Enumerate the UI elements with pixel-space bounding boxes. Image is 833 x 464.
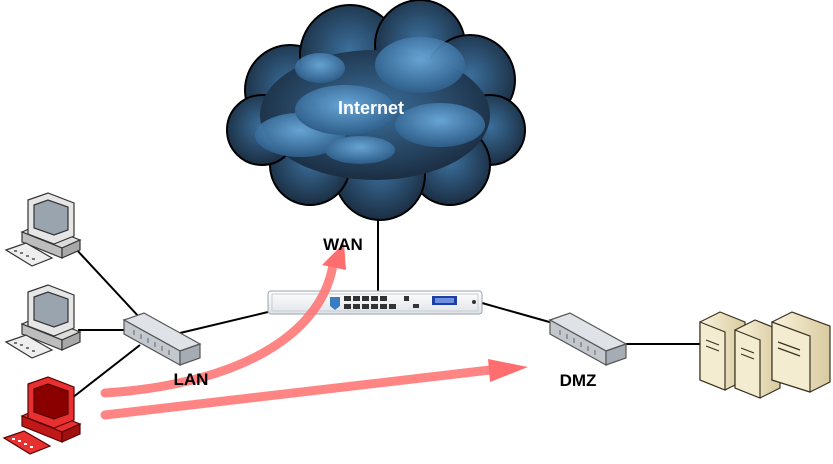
firewall-appliance-icon	[267, 290, 483, 315]
line-pc1-switch	[74, 247, 141, 319]
dmz-label: DMZ	[560, 371, 597, 390]
cloud-icon: Internet	[226, 0, 526, 221]
network-switch-icon	[122, 312, 202, 367]
line-lan-switch-firewall	[179, 311, 269, 334]
lan-label: LAN	[174, 370, 209, 389]
arrow-head-dmz	[488, 359, 528, 382]
server-tower-icon	[734, 319, 781, 399]
wan-label: WAN	[323, 235, 363, 254]
arrow-head-wan	[322, 243, 346, 270]
arrow-lan-to-dmz	[100, 365, 495, 420]
network-switch-icon	[548, 312, 628, 367]
desktop-computer-icon	[2, 376, 82, 455]
line-firewall-dmz-switch	[481, 302, 561, 326]
internet-label: Internet	[338, 98, 404, 118]
desktop-computer-icon	[4, 192, 82, 267]
server-tower-icon	[699, 311, 746, 391]
traffic-arrows	[100, 243, 528, 420]
arrow-lan-to-wan	[100, 260, 338, 398]
connection-lines	[71, 205, 705, 399]
desktop-computer-icon	[4, 284, 82, 359]
server-tower-icon	[771, 311, 831, 393]
line-pc3-switch	[71, 344, 141, 399]
